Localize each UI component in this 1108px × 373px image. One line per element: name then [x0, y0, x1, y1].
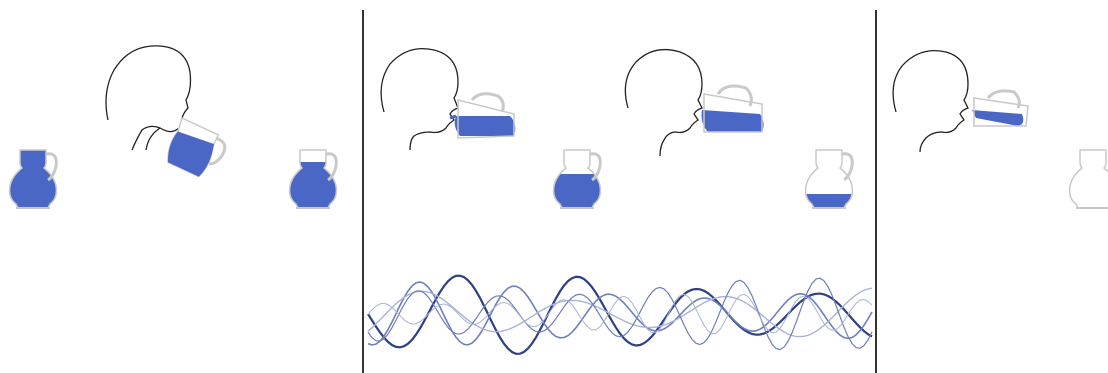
panel-right — [892, 49, 1108, 209]
jug-half — [288, 149, 338, 209]
jug-low — [804, 149, 854, 209]
tilted-jug-1 — [167, 116, 227, 178]
wave-line-2 — [367, 281, 873, 346]
panel-middle — [367, 47, 873, 355]
head-drinking-2 — [380, 47, 459, 151]
wave-line-5 — [367, 293, 873, 335]
jug-half-2 — [552, 149, 602, 209]
sound-waves — [367, 274, 873, 355]
head-drinking-4 — [892, 49, 969, 153]
tilted-jug-2 — [449, 92, 516, 139]
head-drinking-3 — [624, 48, 703, 157]
panel-left — [8, 45, 338, 209]
tilted-jug-4 — [972, 89, 1029, 127]
head-drinking-1 — [105, 45, 192, 151]
jug-full — [8, 149, 58, 209]
jug-empty — [1068, 149, 1108, 209]
wave-line-3 — [367, 287, 873, 338]
wave-line-4 — [367, 277, 873, 351]
tilted-jug-3 — [701, 84, 764, 133]
